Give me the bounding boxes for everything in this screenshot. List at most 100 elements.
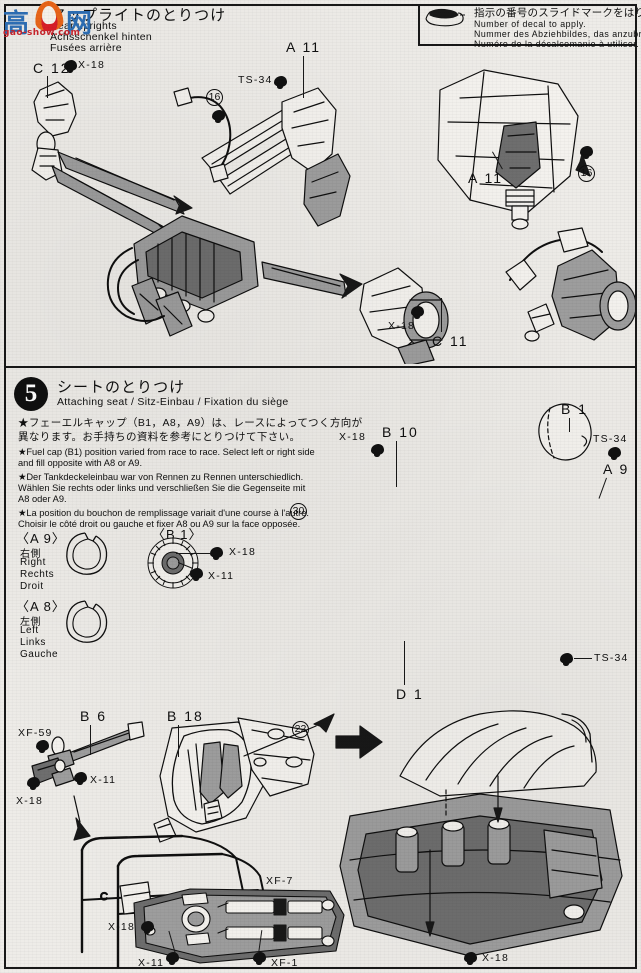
step5-note-de-line1: ★Der Tankdeckeleinbau war von Rennen zu … bbox=[18, 472, 304, 482]
label-ts34-b1: TS-34 bbox=[593, 433, 628, 445]
paint-blob-x11-pedal bbox=[166, 952, 179, 965]
paint-blob-x18-lower bbox=[27, 777, 40, 790]
step5-note-de-line3: A8 oder A9. bbox=[18, 494, 67, 504]
paint-blob-16-right bbox=[580, 146, 593, 159]
label-x18-c12: X-18 bbox=[78, 59, 105, 71]
decal-number-16-left: 16 bbox=[206, 89, 223, 106]
leader-b18 bbox=[178, 725, 180, 757]
frame-left bbox=[4, 4, 6, 969]
paint-blob-ts34-step4 bbox=[274, 76, 287, 89]
group-a8-jp: 左側 bbox=[20, 617, 41, 628]
step5-pedal-assembly-diagram bbox=[133, 888, 345, 964]
paint-blob-ts34-tub bbox=[560, 653, 573, 666]
leader-c11 bbox=[441, 298, 443, 332]
group-a9-jp: 右側 bbox=[20, 549, 41, 560]
group-a8-fr: Gauche bbox=[20, 649, 59, 660]
step4-title-jp: アップライトのとりつけ bbox=[50, 7, 227, 24]
step4-title-de: Achsschenkel hinten bbox=[50, 31, 153, 43]
label-x18-b10: X-18 bbox=[339, 431, 366, 443]
leader-b6 bbox=[90, 725, 92, 755]
decal-legend-jp: 指示の番号のスライドマークをはります。 bbox=[474, 7, 641, 19]
leader-d1 bbox=[404, 641, 406, 685]
step5-monocoque-diagram bbox=[538, 403, 592, 461]
leader-ts34-tub bbox=[574, 658, 592, 660]
part-a9-shape bbox=[66, 532, 108, 575]
frame-bottom bbox=[4, 967, 637, 969]
step5-title-sub: Attaching seat / Sitz-Einbau / Fixation … bbox=[57, 396, 289, 408]
label-d1: D 1 bbox=[396, 686, 424, 702]
step4-title-en: Rear uprights bbox=[50, 20, 117, 32]
part-a8-shape bbox=[66, 600, 108, 643]
paint-blob-ts34-b1 bbox=[608, 447, 621, 460]
label-b1-x11: X-11 bbox=[208, 570, 235, 582]
label-a9-tub: A 9 bbox=[603, 461, 630, 477]
leader-b1-tub bbox=[569, 418, 571, 432]
label-xf7: XF-7 bbox=[266, 875, 294, 887]
paint-blob-b1-x11 bbox=[190, 568, 203, 581]
decal-number-16-right: 16 bbox=[578, 165, 595, 182]
label-b10: B 10 bbox=[382, 424, 419, 440]
label-b1-x18: X-18 bbox=[229, 546, 256, 558]
label-a11-top: A 11 bbox=[286, 39, 321, 55]
paint-blob-xf59 bbox=[36, 740, 49, 753]
frame-divider-steps bbox=[4, 366, 637, 368]
paint-blob-16-left bbox=[212, 110, 225, 123]
paint-blob-x18-pedal bbox=[141, 921, 154, 934]
label-c11: C 11 bbox=[432, 333, 469, 349]
paint-blob-x18-b10 bbox=[371, 444, 384, 457]
group-a9-fr: Droit bbox=[20, 581, 44, 592]
decal-number-30: 30 bbox=[290, 503, 307, 520]
frame-top bbox=[4, 4, 637, 6]
svg-text:C: C bbox=[100, 891, 108, 903]
paint-blob-x18-c11 bbox=[411, 306, 424, 319]
group-a8-code: 〈A 8〉 bbox=[16, 599, 66, 614]
leader-a11-top bbox=[303, 56, 305, 98]
decal-legend-en: Number of decal to apply. bbox=[474, 19, 587, 29]
decal-legend-fr: Numéro de la décalcomanie à utiliser. bbox=[474, 39, 640, 49]
label-b18: B 18 bbox=[167, 708, 204, 724]
watermark-char-2: 网 bbox=[66, 9, 93, 39]
step5-body-chassis-diagram bbox=[335, 710, 623, 957]
label-a11-inset: A 11 bbox=[468, 170, 503, 186]
watermark-url: gao-show.com bbox=[3, 28, 81, 38]
label-b6: B 6 bbox=[80, 708, 108, 724]
group-a8-en: Left bbox=[20, 625, 39, 636]
step5-note-jp-line2: 異なります。お手持ちの資料を参考にとりつけて下さい。 bbox=[18, 431, 301, 443]
paint-blob-xf1 bbox=[253, 952, 266, 965]
step-number-5: 5 bbox=[14, 377, 48, 411]
label-ts34-tub: TS-34 bbox=[594, 652, 629, 664]
step4-title-fr: Fusées arrière bbox=[50, 42, 122, 54]
label-x18-c11: X-18 bbox=[388, 320, 415, 332]
label-xf59: XF-59 bbox=[18, 727, 53, 739]
label-x18-bottom: X-18 bbox=[482, 952, 509, 964]
step5-note-fr-line2: Choisir le côté droit ou gauche et fixer… bbox=[18, 519, 301, 529]
step4-assembly-diagram bbox=[31, 69, 635, 364]
label-x18-lower: X-18 bbox=[16, 795, 43, 807]
leader-b1-x18 bbox=[176, 553, 210, 555]
group-a9-en: Right bbox=[20, 557, 46, 568]
label-x11-pedal: X-11 bbox=[138, 957, 165, 969]
paint-blob-x11-b6 bbox=[74, 772, 87, 785]
paint-blob-x18-c12 bbox=[64, 60, 77, 73]
group-a9-de: Rechts bbox=[20, 569, 55, 580]
watermark-logo: 高 网 gao-show.com bbox=[3, 0, 121, 41]
label-x18-pedal: X-18 bbox=[108, 921, 135, 933]
paint-blob-x18-bottom bbox=[464, 952, 477, 965]
group-b1-code: 〈B 1〉 bbox=[152, 527, 203, 542]
step5-note-en-line1: ★Fuel cap (B1) position varied from race… bbox=[18, 447, 315, 457]
frame-right bbox=[635, 4, 637, 969]
label-x11-b6: X-11 bbox=[90, 774, 117, 786]
leader-c12 bbox=[47, 76, 49, 98]
decal-legend-de: Nummer des Abziehbildes, das anzubringen… bbox=[474, 29, 641, 39]
frame-divider-legend bbox=[418, 4, 420, 46]
group-a8-de: Links bbox=[20, 637, 46, 648]
label-ts34-step4: TS-34 bbox=[238, 74, 273, 86]
watermark-char-1: 高 bbox=[3, 9, 30, 39]
paint-blob-b1-x18 bbox=[210, 547, 223, 560]
decal-number-22: 22 bbox=[292, 721, 309, 738]
step5-note-en-line2: and fill opposite with A8 or A9. bbox=[18, 458, 143, 468]
label-xf1: XF-1 bbox=[271, 957, 299, 969]
step5-note-fr-line1: ★La position du bouchon de remplissage v… bbox=[18, 508, 309, 518]
frame-divider-legend-bottom bbox=[418, 44, 637, 46]
